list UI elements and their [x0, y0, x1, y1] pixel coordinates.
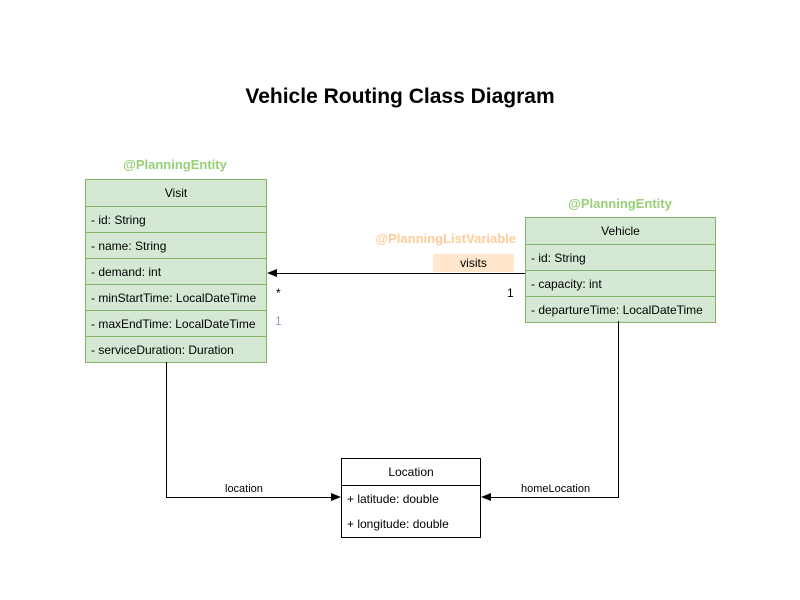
visits-multiplicity-star: * — [276, 286, 281, 300]
visit-attribute-minstarttime: - minStartTime: LocalDateTime — [86, 284, 266, 310]
visit-attribute-maxendtime: - maxEndTime: LocalDateTime — [86, 310, 266, 336]
location-edge-label: location — [225, 483, 263, 495]
class-vehicle-title: Vehicle — [601, 224, 640, 238]
visit-attribute-name: - name: String — [86, 232, 266, 258]
class-location-title: Location — [388, 465, 434, 479]
location-attribute-longitude: + longitude: double — [347, 517, 449, 531]
class-vehicle[interactable]: Vehicle - id: String - capacity: int - d… — [525, 217, 716, 323]
location-attribute-latitude: + latitude: double — [342, 485, 480, 511]
class-location[interactable]: Location + latitude: double + longitude:… — [341, 458, 481, 538]
visits-edge-line — [275, 273, 525, 274]
homelocation-arrowhead-icon — [481, 493, 491, 501]
vehicle-attribute-id: - id: String — [526, 244, 715, 270]
location-arrowhead-icon — [331, 493, 341, 501]
homelocation-edge-label: homeLocation — [521, 483, 591, 495]
visit-planning-entity-annotation: @PlanningEntity — [123, 157, 227, 172]
class-visit-title: Visit — [164, 186, 188, 200]
visit-attribute-id: - id: String — [86, 206, 266, 232]
visits-extra-multiplicity-one: 1 — [275, 314, 282, 328]
visits-edge-label[interactable]: visits — [433, 254, 514, 272]
homelocation-edge-vertical-line — [618, 321, 619, 498]
homelocation-edge-horizontal-line — [489, 497, 619, 498]
visit-attribute-serviceduration: - serviceDuration: Duration — [86, 336, 266, 362]
visits-multiplicity-one: 1 — [507, 286, 514, 300]
vehicle-attribute-departuretime: - departureTime: LocalDateTime — [526, 296, 715, 322]
class-visit[interactable]: Visit - id: String - name: String - dema… — [85, 179, 267, 363]
visits-arrowhead-icon — [267, 269, 277, 277]
visit-attribute-demand: - demand: int — [86, 258, 266, 284]
diagram-title: Vehicle Routing Class Diagram — [245, 85, 555, 108]
location-edge-vertical-line — [166, 362, 167, 498]
vehicle-attribute-capacity: - capacity: int — [526, 270, 715, 296]
planning-list-variable-annotation: @PlanningListVariable — [375, 231, 516, 246]
vehicle-planning-entity-annotation: @PlanningEntity — [568, 196, 672, 211]
location-edge-horizontal-line — [166, 497, 333, 498]
